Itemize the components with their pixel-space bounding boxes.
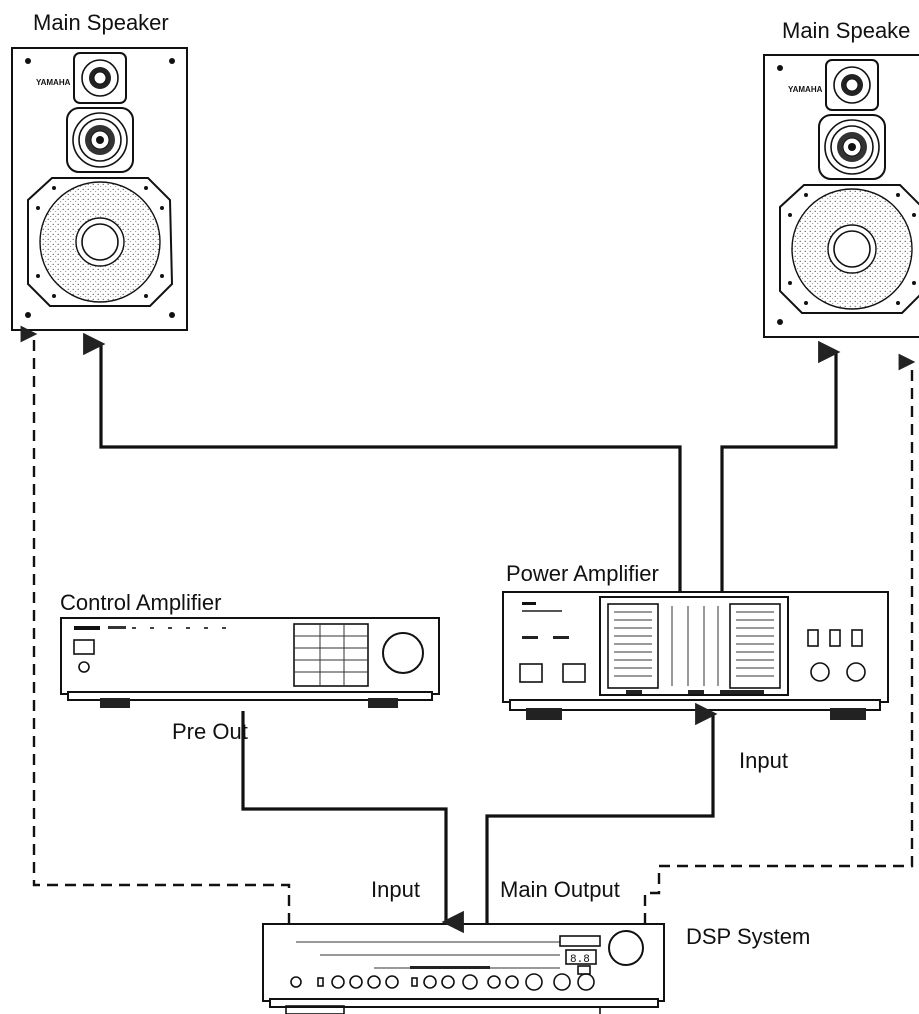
power-amp-to-left-speaker-cable <box>83 332 682 591</box>
dsp-to-right-speaker-dashed-cable <box>643 353 916 924</box>
dsp-system-label: DSP System <box>686 924 810 949</box>
control-amplifier-unit <box>60 617 440 708</box>
power-amplifier-input-label: Input <box>739 748 788 773</box>
dsp-to-left-speaker-dashed-cable <box>20 325 291 924</box>
dsp-display-readout: 8.8 <box>570 954 590 966</box>
left-main-speaker: YAMAHA <box>11 47 188 331</box>
left-speaker-label: Main Speaker <box>33 10 169 35</box>
power-amp-to-right-speaker-cable <box>720 340 841 591</box>
pre-out-to-dsp-input-cable <box>241 711 464 934</box>
dsp-system-unit: 8.8 <box>262 923 665 1014</box>
pre-out-label: Pre Out <box>172 719 248 744</box>
right-speaker-label: Main Speake <box>782 18 910 43</box>
right-speaker-brand: YAMAHA <box>788 85 823 94</box>
control-amplifier-label: Control Amplifier <box>60 590 221 615</box>
dsp-main-output-to-power-input-cable <box>485 702 718 924</box>
main-output-label: Main Output <box>500 877 620 902</box>
dsp-input-label: Input <box>371 877 420 902</box>
right-main-speaker: YAMAHA <box>763 54 919 338</box>
left-speaker-brand: YAMAHA <box>36 78 71 87</box>
power-amplifier-unit <box>502 591 889 720</box>
power-amplifier-label: Power Amplifier <box>506 561 659 586</box>
